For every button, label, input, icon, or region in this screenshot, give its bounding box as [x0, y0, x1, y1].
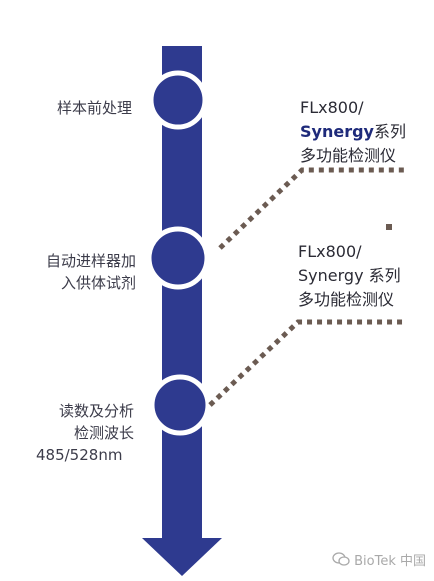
wavelength-label: 485/528nm	[36, 446, 123, 464]
step-node-2	[146, 226, 210, 290]
step-label-2-line-2: 入供体试剂	[60, 274, 136, 292]
step-label-1: 样本前处理	[40, 97, 132, 119]
device-1-desc: 多功能检测仪	[300, 146, 397, 165]
step-label-1-line-1: 样本前处理	[56, 99, 132, 117]
device-2-name: Synergy 系列	[298, 264, 401, 288]
device-2-desc: 多功能检测仪	[298, 290, 395, 309]
watermark-text: BioTek 中国	[354, 554, 426, 569]
step-node-1	[148, 70, 208, 130]
watermark: BioTek 中国	[332, 550, 426, 569]
device-2-model: FLx800/	[298, 242, 362, 261]
device-label-2: FLx800/ Synergy 系列 多功能检测仪	[298, 240, 401, 312]
step-label-3-line-1: 读数及分析	[58, 402, 134, 420]
connector-step3-device2	[208, 319, 406, 407]
device-1-name: Synergy系列	[300, 120, 406, 144]
step-label-2-line-1: 自动进样器加	[45, 252, 136, 270]
device-1-model: FLx800/	[300, 98, 364, 117]
stray-dot	[386, 224, 392, 230]
step-label-2: 自动进样器加 入供体试剂	[30, 250, 136, 294]
step-label-3-line-2: 检测波长	[73, 424, 134, 442]
process-arrow-head	[142, 538, 222, 576]
device-2-series-name: Synergy	[298, 266, 364, 285]
device-2-series-suffix: 系列	[363, 266, 401, 285]
device-1-series-suffix: 系列	[373, 122, 406, 141]
connector-step2-device1	[218, 167, 406, 250]
device-1-series-name: Synergy	[300, 122, 374, 141]
device-label-1: FLx800/ Synergy系列 多功能检测仪	[300, 96, 406, 168]
step-node-3	[149, 374, 211, 436]
wechat-icon	[332, 552, 350, 567]
step-label-3: 读数及分析 检测波长	[40, 400, 134, 444]
